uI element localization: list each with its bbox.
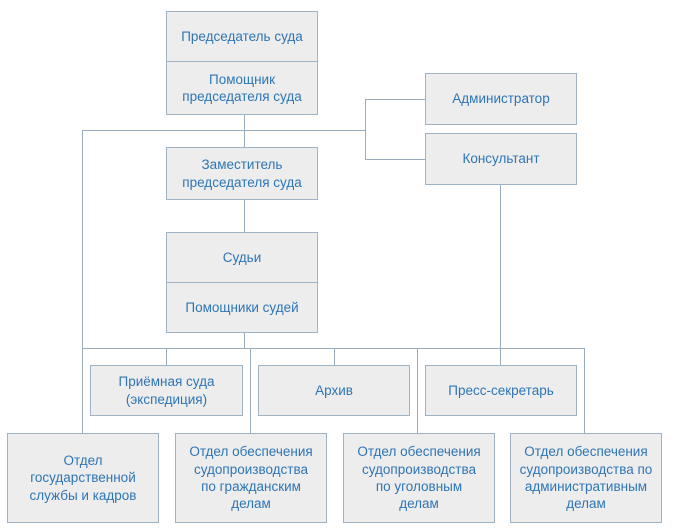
node-administrator-label: Администратор: [452, 91, 550, 107]
node-reception-label: Приёмная суда (экспедиция): [118, 374, 215, 407]
node-criminal-cases-dept: Отдел обеспечения судопроизводства по уг…: [343, 433, 495, 523]
node-civil-cases-dept: Отдел обеспечения судопроизводства по гр…: [175, 433, 327, 523]
node-deputy-chairman-label: Заместитель председателя суда: [182, 157, 302, 190]
connector-consultant-drop: [500, 185, 501, 366]
connector-deputy-to-judges: [244, 200, 245, 233]
node-criminal-cases-dept-label: Отдел обеспечения судопроизводства по уг…: [357, 444, 481, 512]
connector-left-drop: [82, 130, 83, 434]
node-archive: Архив: [258, 365, 410, 416]
node-civil-service-dept: Отдел государственной службы и кадров: [7, 433, 159, 523]
node-press-secretary-label: Пресс-секретарь: [448, 382, 554, 398]
node-consultant-label: Консультант: [462, 151, 540, 167]
connector-to-criminal-cases: [417, 348, 418, 434]
node-administrator: Администратор: [425, 73, 577, 125]
connector-to-admin-cases: [584, 348, 585, 434]
connector-right-bracket: [365, 99, 366, 160]
node-reception: Приёмная суда (экспедиция): [90, 365, 243, 416]
connector-lower-bus: [82, 348, 585, 349]
node-chairman-assistant: Помощник председателя суда: [166, 61, 318, 115]
connector-chairman-to-deputy: [244, 115, 245, 148]
connector-judges-to-bus: [244, 332, 245, 349]
connector-top-bus: [82, 130, 366, 131]
node-civil-cases-dept-label: Отдел обеспечения судопроизводства по гр…: [189, 444, 313, 512]
node-judges-assistants: Помощники судей: [166, 282, 318, 333]
node-judges: Судьи: [166, 232, 318, 283]
node-admin-cases-dept: Отдел обеспечения судопроизводства по ад…: [510, 433, 662, 523]
node-chairman: Председатель суда: [166, 11, 318, 62]
node-admin-cases-dept-label: Отдел обеспечения судопроизводства по ад…: [519, 444, 653, 512]
connector-to-archive: [334, 348, 335, 366]
node-judges-assistants-label: Помощники судей: [185, 299, 299, 315]
node-consultant: Консультант: [425, 133, 577, 185]
node-deputy-chairman: Заместитель председателя суда: [166, 147, 318, 200]
node-judges-label: Судьи: [222, 249, 262, 265]
connector-to-civil-cases: [250, 348, 251, 434]
node-press-secretary: Пресс-секретарь: [425, 365, 577, 416]
connector-to-reception: [166, 348, 167, 366]
node-civil-service-dept-label: Отдел государственной службы и кадров: [29, 453, 137, 503]
node-chairman-label: Председатель суда: [181, 28, 303, 44]
node-chairman-assistant-label: Помощник председателя суда: [182, 71, 302, 104]
node-archive-label: Архив: [315, 382, 353, 398]
connector-to-consultant: [365, 159, 425, 160]
connector-to-administrator: [365, 99, 425, 100]
